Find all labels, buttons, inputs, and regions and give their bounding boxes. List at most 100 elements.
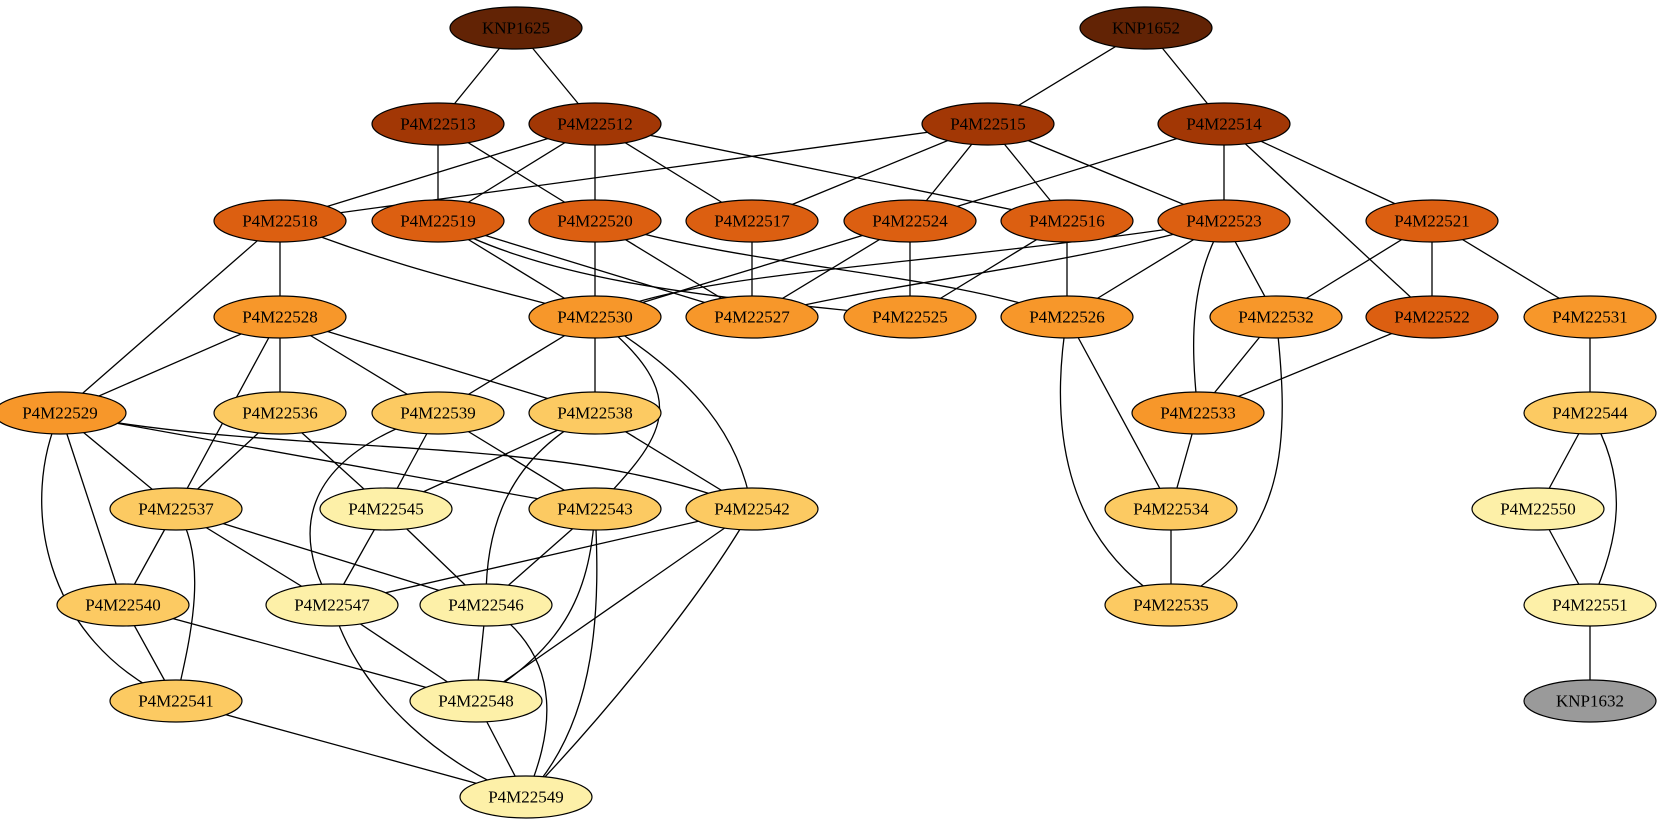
node-p4m22531[interactable]: P4M22531	[1523, 295, 1657, 339]
edge-p4m22523-p4m22533	[1192, 220, 1225, 414]
node-label: P4M22548	[438, 692, 514, 711]
node-p4m22549[interactable]: P4M22549	[459, 775, 593, 819]
node-shape	[1157, 199, 1291, 243]
node-shape	[685, 295, 819, 339]
node-shape	[265, 583, 399, 627]
node-label: P4M22540	[85, 596, 161, 615]
edge-p4m22514-p4m22524	[909, 123, 1225, 222]
node-p4m22522[interactable]: P4M22522	[1365, 295, 1499, 339]
node-label: P4M22542	[714, 500, 790, 519]
node-p4m22545[interactable]: P4M22545	[319, 487, 453, 531]
node-label: KNP1652	[1112, 19, 1180, 38]
node-p4m22544[interactable]: P4M22544	[1523, 391, 1657, 435]
node-p4m22526[interactable]: P4M22526	[1000, 295, 1134, 339]
node-p4m22513[interactable]: P4M22513	[371, 102, 505, 146]
edge-p4m22542-p4m22548	[475, 508, 753, 702]
node-p4m22546[interactable]: P4M22546	[419, 583, 553, 627]
node-p4m22536[interactable]: P4M22536	[213, 391, 347, 435]
node-p4m22514[interactable]: P4M22514	[1157, 102, 1291, 146]
node-label: P4M22535	[1133, 596, 1209, 615]
node-shape	[528, 102, 662, 146]
node-shape	[1471, 487, 1605, 531]
edge-p4m22524-p4m22530	[594, 220, 911, 318]
node-shape	[371, 391, 505, 435]
node-p4m22540[interactable]: P4M22540	[56, 583, 190, 627]
node-shape	[419, 583, 553, 627]
edge-p4m22529-p4m22543	[59, 412, 596, 510]
node-label: P4M22524	[872, 212, 948, 231]
node-knp1625[interactable]: KNP1625	[449, 6, 583, 50]
node-p4m22537[interactable]: P4M22537	[109, 487, 243, 531]
edge-p4m22542-p4m22547	[331, 508, 753, 606]
edge-p4m22523-p4m22527	[751, 220, 1225, 318]
node-p4m22539[interactable]: P4M22539	[371, 391, 505, 435]
node-p4m22527[interactable]: P4M22527	[685, 295, 819, 339]
node-label: KNP1632	[1556, 692, 1624, 711]
node-p4m22524[interactable]: P4M22524	[843, 199, 977, 243]
node-p4m22543[interactable]: P4M22543	[528, 487, 662, 531]
node-p4m22519[interactable]: P4M22519	[371, 199, 505, 243]
node-label: P4M22551	[1552, 596, 1628, 615]
node-p4m22515[interactable]: P4M22515	[921, 102, 1055, 146]
node-p4m22541[interactable]: P4M22541	[109, 679, 243, 723]
node-shape	[1523, 295, 1657, 339]
node-shape	[109, 487, 243, 531]
node-label: P4M22544	[1552, 404, 1628, 423]
node-p4m22512[interactable]: P4M22512	[528, 102, 662, 146]
node-knp1652[interactable]: KNP1652	[1079, 6, 1213, 50]
node-shape	[319, 487, 453, 531]
node-label: P4M22537	[138, 500, 214, 519]
node-p4m22523[interactable]: P4M22523	[1157, 199, 1291, 243]
node-p4m22517[interactable]: P4M22517	[685, 199, 819, 243]
node-shape	[449, 6, 583, 50]
node-p4m22520[interactable]: P4M22520	[528, 199, 662, 243]
node-p4m22518[interactable]: P4M22518	[213, 199, 347, 243]
node-shape	[109, 679, 243, 723]
edge-p4m22537-p4m22546	[175, 508, 487, 606]
node-p4m22533[interactable]: P4M22533	[1131, 391, 1265, 435]
node-p4m22542[interactable]: P4M22542	[685, 487, 819, 531]
node-label: P4M22530	[557, 308, 633, 327]
edge-p4m22519-p4m22525	[437, 220, 911, 318]
node-shape	[685, 487, 819, 531]
node-label: P4M22549	[488, 788, 564, 807]
node-label: P4M22523	[1186, 212, 1262, 231]
node-p4m22529[interactable]: P4M22529	[0, 391, 127, 435]
node-shape	[213, 199, 347, 243]
node-p4m22528[interactable]: P4M22528	[213, 295, 347, 339]
edge-p4m22514-p4m22522	[1223, 123, 1433, 318]
node-label: KNP1625	[482, 19, 550, 38]
node-label: P4M22531	[1552, 308, 1628, 327]
edge-p4m22512-p4m22518	[279, 123, 596, 222]
node-p4m22535[interactable]: P4M22535	[1104, 583, 1238, 627]
node-shape	[1000, 199, 1134, 243]
node-label: P4M22517	[714, 212, 790, 231]
node-label: P4M22528	[242, 308, 318, 327]
edge-p4m22520-p4m22526	[594, 220, 1068, 318]
node-p4m22532[interactable]: P4M22532	[1209, 295, 1343, 339]
edge-p4m22526-p4m22535	[1059, 316, 1172, 606]
node-shape	[528, 391, 662, 435]
edge-p4m22538-p4m22546	[485, 412, 596, 606]
node-label: P4M22520	[557, 212, 633, 231]
node-p4m22525[interactable]: P4M22525	[843, 295, 977, 339]
edge-p4m22540-p4m22548	[122, 604, 477, 702]
edge-p4m22518-p4m22529	[59, 220, 281, 414]
node-p4m22521[interactable]: P4M22521	[1365, 199, 1499, 243]
node-label: P4M22546	[448, 596, 524, 615]
node-shape	[1365, 199, 1499, 243]
node-p4m22551[interactable]: P4M22551	[1523, 583, 1657, 627]
node-p4m22516[interactable]: P4M22516	[1000, 199, 1134, 243]
node-p4m22534[interactable]: P4M22534	[1104, 487, 1238, 531]
node-p4m22530[interactable]: P4M22530	[528, 295, 662, 339]
node-p4m22547[interactable]: P4M22547	[265, 583, 399, 627]
node-p4m22550[interactable]: P4M22550	[1471, 487, 1605, 531]
node-shape	[1000, 295, 1134, 339]
edge-p4m22529-p4m22541	[41, 412, 177, 702]
node-label: P4M22534	[1133, 500, 1209, 519]
node-label: P4M22525	[872, 308, 948, 327]
node-knp1632[interactable]: KNP1632	[1523, 679, 1657, 723]
edge-p4m22542-p4m22549	[525, 508, 753, 798]
node-p4m22538[interactable]: P4M22538	[528, 391, 662, 435]
node-p4m22548[interactable]: P4M22548	[409, 679, 543, 723]
